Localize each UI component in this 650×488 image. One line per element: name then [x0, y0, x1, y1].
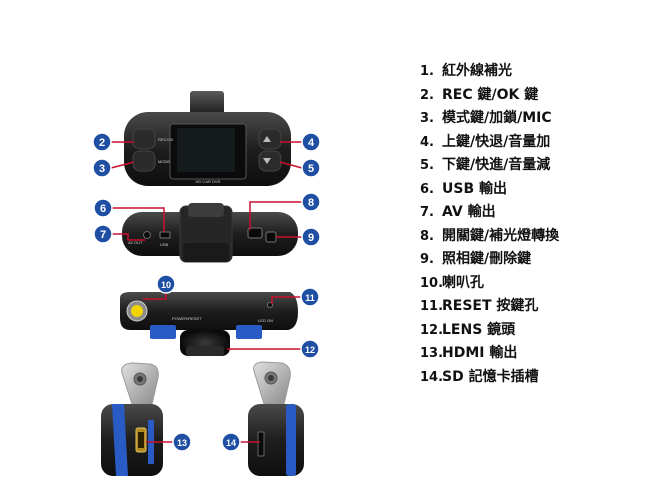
legend-item: 11.RESET 按鍵孔	[420, 298, 539, 314]
callout-12	[300, 339, 320, 359]
legend-item: 2.REC 鍵/OK 鍵	[420, 86, 539, 103]
svg-text:14: 14	[226, 438, 236, 448]
legend-item: 3.模式鍵/加鎖/MIC	[420, 110, 552, 126]
svg-text:8: 8	[308, 197, 314, 209]
rec-ok-label: REC/OK	[158, 137, 174, 142]
svg-text:10: 10	[161, 280, 171, 290]
legend-item: 13.HDMI 輸出	[420, 345, 518, 361]
device-label: HD CAR DVR	[196, 179, 221, 184]
lcd-screen	[177, 128, 235, 172]
up-arrow-icon	[263, 136, 271, 142]
led-label: LED ON	[258, 318, 273, 323]
camera-side-view-right	[248, 361, 304, 476]
legend-item: 5.下鍵/快進/音量減	[420, 157, 551, 173]
callout-2	[92, 132, 112, 152]
down-button[interactable]	[258, 150, 282, 172]
av-out-label: AV OUT	[128, 240, 143, 245]
camera-side-view-left	[101, 362, 163, 476]
callout-badges: 2 3 4 5 6 7 8 9 10 11 12 13 14	[92, 132, 321, 452]
svg-text:12: 12	[305, 345, 315, 355]
callout-3	[92, 158, 112, 178]
svg-text:2: 2	[99, 137, 105, 149]
svg-text:3: 3	[99, 163, 105, 175]
legend-item: 8.開關鍵/補光燈轉換	[420, 227, 560, 244]
svg-text:6: 6	[100, 203, 106, 215]
callout-7	[93, 224, 113, 244]
legend-item: 12.LENS 鏡頭	[420, 321, 516, 338]
callout-6	[93, 198, 113, 218]
usb-port[interactable]	[159, 231, 171, 239]
power-button[interactable]	[247, 227, 263, 239]
svg-text:11: 11	[305, 293, 315, 303]
callout-5	[301, 158, 321, 178]
callout-9	[301, 227, 321, 247]
callout-lines	[110, 141, 303, 443]
callout-11	[300, 287, 320, 307]
mount-knob	[190, 91, 224, 117]
legend-item: 6.USB 輸出	[420, 180, 507, 197]
speaker-icon	[131, 305, 143, 317]
callout-4	[301, 132, 321, 152]
svg-text:9: 9	[308, 232, 314, 244]
callout-10	[156, 274, 176, 294]
legend-item: 10.喇叭孔	[420, 274, 484, 291]
av-out-port[interactable]	[143, 231, 151, 239]
svg-text:7: 7	[100, 229, 106, 241]
power-reset-label: POWER/RESET	[172, 316, 202, 321]
mode-label: MODE	[158, 159, 170, 164]
camera-bottom-view: POWER/RESET LED ON	[120, 292, 298, 356]
up-button[interactable]	[258, 128, 282, 150]
svg-text:13: 13	[177, 438, 187, 448]
camera-body-bottom	[120, 292, 298, 330]
callout-14	[221, 432, 241, 452]
legend-item: 9.照相鍵/刪除鍵	[420, 251, 532, 267]
camera-screen-view: HD CAR DVR REC/OK MODE	[124, 91, 291, 186]
camera-top-view: AV OUT USB	[122, 203, 298, 263]
legend-item: 1.紅外線補光	[420, 63, 512, 79]
legend-item: 7.AV 輸出	[420, 204, 496, 220]
legend-item: 4.上鍵/快退/音量加	[420, 133, 551, 150]
sd-slot[interactable]	[257, 431, 265, 457]
usb-label: USB	[160, 242, 169, 247]
rec-ok-button[interactable]	[132, 128, 156, 150]
down-arrow-icon	[263, 158, 271, 164]
mode-button[interactable]	[132, 150, 156, 172]
svg-text:5: 5	[308, 163, 314, 175]
legend: 1.紅外線補光 2.REC 鍵/OK 鍵 3.模式鍵/加鎖/MIC 4.上鍵/快…	[420, 60, 645, 389]
svg-text:4: 4	[308, 137, 315, 149]
snapshot-button[interactable]	[265, 231, 277, 243]
legend-item: 14.SD 記憶卡插槽	[420, 368, 539, 385]
callout-8	[301, 192, 321, 212]
callout-13	[172, 432, 192, 452]
